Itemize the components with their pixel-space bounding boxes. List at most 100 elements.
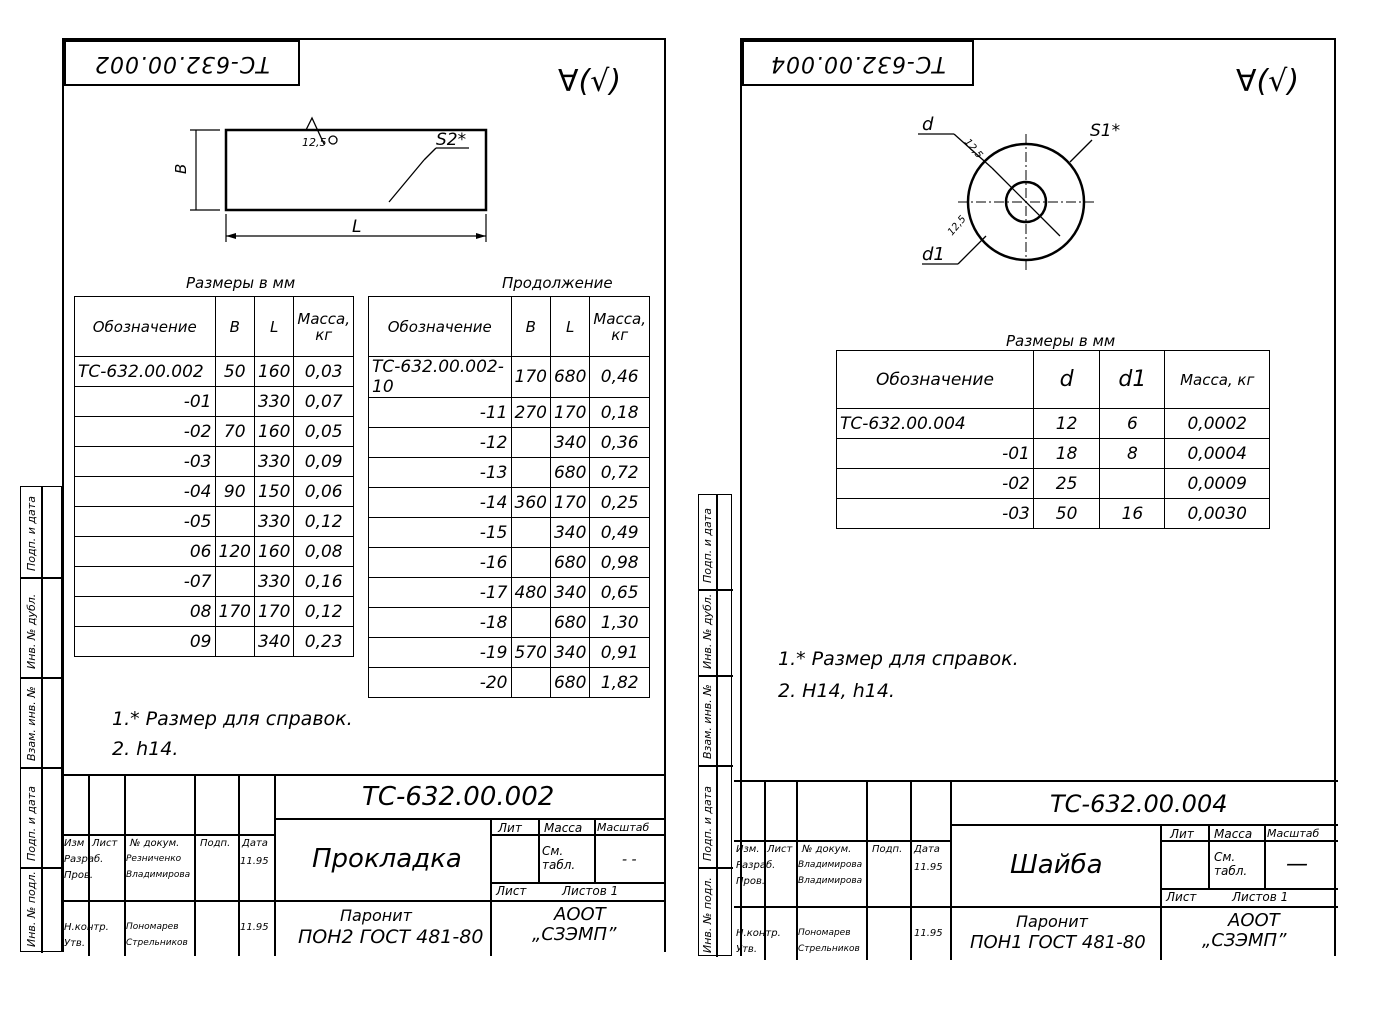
left-side-label-4: Инв. № дубл. [25,593,38,669]
table-cell-b: 90 [214,476,255,507]
left-org-2: „СЗЭМП” [532,924,617,945]
left-role-prov: Пров. [64,870,94,881]
table-cell-designation: 06 [74,536,216,567]
table-cell-b [510,517,551,548]
table-cell-d: 18 [1032,438,1101,469]
table-cell-designation: -12 [368,427,512,458]
left-rough-mark: 12,5 [302,136,327,149]
right-col-doc: № докум. [802,844,852,855]
col-designation: Обозначение [368,296,512,357]
right-top-stamp: ТС-632.00.004 [742,40,974,86]
table-cell-designation: -14 [368,487,512,518]
table-cell-mass: 0,18 [589,397,650,428]
left-listov: Листов 1 [562,884,619,898]
table-cell-designation: -01 [74,386,216,417]
right-col-date: Дата [914,844,940,855]
right-note-1: 1.* Размер для справок. [778,648,1019,670]
right-massa: Масса [1214,827,1253,841]
table-cell-mass: 0,12 [293,506,354,537]
table-cell-designation: -03 [836,498,1034,529]
col-d1: d1 [1099,350,1166,409]
table-cell-mass: 0,03 [293,356,354,387]
right-roughness-symbol: ∀(√) [1236,64,1300,99]
right-col-sign: Подп. [872,844,903,855]
col-l: L [253,296,295,357]
right-rough-mark-2: 12,5 [946,214,969,238]
left-massa: Масса [544,821,583,835]
right-table-caption: Размеры в мм [1006,332,1116,350]
left-side-strip: Подп. и дата Инв. № дубл. Взам. инв. № П… [20,486,63,953]
left-material-2: ПОН2 ГОСТ 481-80 [298,926,484,948]
left-scale-value: - - [622,852,637,868]
table-cell-mass: 0,0030 [1164,498,1270,529]
left-name-4: Стрельников [126,938,188,948]
table-cell-mass: 0,49 [589,517,650,548]
left-col-izm: Изм [64,838,85,849]
table-cell-b [214,446,255,477]
table-cell-designation: -13 [368,457,512,488]
table-cell-mass: 0,07 [293,386,354,417]
table-cell-l: 160 [253,536,295,567]
table-cell-mass: 0,09 [293,446,354,477]
right-side-label-1: Инв. № подл. [701,877,714,953]
table-cell-l: 170 [253,596,295,627]
right-lit: Лит [1170,827,1194,841]
right-role-prov: Пров. [736,876,766,887]
table-cell-mass: 1,30 [589,607,650,638]
table-cell-d: 25 [1032,468,1101,499]
col-b: B [510,296,551,357]
right-title-block: ТС-632.00.004 Шайба Паронит ПОН1 ГОСТ 48… [734,780,1338,960]
table-cell-b [510,547,551,578]
table-cell-l: 680 [549,607,591,638]
table-cell-mass: 0,25 [589,487,650,518]
table-cell-b [214,566,255,597]
right-role-razrab: Разраб. [736,860,776,871]
table-cell-designation: -03 [74,446,216,477]
table-cell-mass: 0,98 [589,547,650,578]
right-code: ТС-632.00.004 [1050,790,1228,818]
table-cell-designation: -02 [836,468,1034,499]
left-part-name: Прокладка [312,844,462,874]
table-cell-l: 340 [253,626,295,657]
right-washer-drawing: d d1 12,5 12,5 S1* [918,114,1120,270]
table-cell-mass: 0,46 [589,356,650,398]
table-cell-l: 330 [253,566,295,597]
right-side-strip: Подп. и дата Инв. № дубл. Взам. инв. № П… [698,494,733,957]
table-cell-designation: -11 [368,397,512,428]
table-cell-mass: 1,82 [589,667,650,698]
right-name-4: Стрельников [798,944,860,954]
right-size-table: Обозначение d d1 Масса, кг ТС-632.00.004… [836,350,1270,529]
col-l: L [549,296,591,357]
left-lit: Лит [498,821,522,835]
left-side-label-1: Инв. № подл. [25,871,38,947]
left-role-nkontr: Н.контр. [64,922,109,933]
table-cell-mass: 0,08 [293,536,354,567]
right-material-2: ПОН1 ГОСТ 481-80 [970,932,1146,953]
col-mass: Масса, кг [293,296,354,357]
table-cell-designation: 08 [74,596,216,627]
table-cell-b [214,506,255,537]
left-side-label-2: Подп. и дата [25,786,38,861]
table-cell-d1: 16 [1099,498,1166,529]
table-cell-mass: 0,0004 [1164,438,1270,469]
right-col-izm: Изм. [736,844,760,855]
table-cell-mass: 0,0009 [1164,468,1270,499]
right-role-utv: Утв. [736,944,757,955]
table-cell-l: 340 [549,427,591,458]
col-d: d [1032,350,1101,409]
left-drawing-sheet: ТС-632.00.002 ∀(√) 12,5 S2* B L Размеры … [62,38,666,956]
table-cell-designation: -18 [368,607,512,638]
right-mass-value: См. табл. [1214,850,1248,878]
